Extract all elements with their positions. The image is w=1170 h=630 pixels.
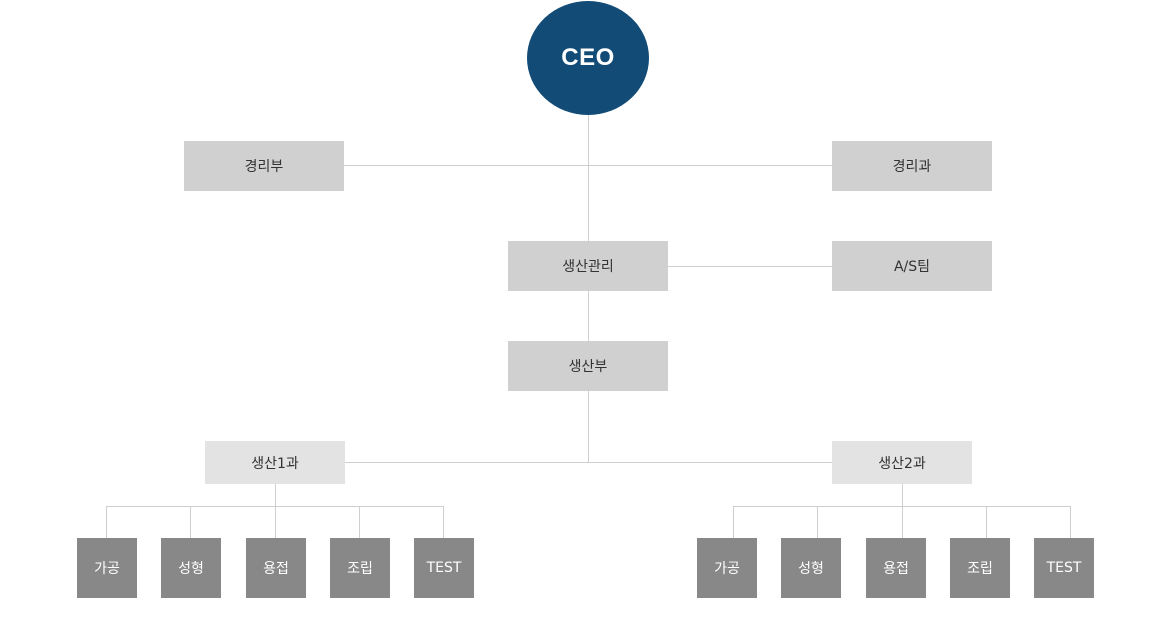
section2-team-machining: 가공 [697,538,757,598]
connector-production-as [668,266,832,267]
connector-section1-team [190,506,191,538]
connector-section2-team [1070,506,1071,538]
production-dept-node: 생산부 [508,341,668,391]
section1-team-machining: 가공 [77,538,137,598]
management-dept-node: 경리부 [184,141,344,191]
connector-production-sections [345,462,832,463]
connector-section2-team [733,506,734,538]
section1-team-welding: 용접 [246,538,306,598]
connector-section1-team [106,506,107,538]
production-section-1-node: 생산1과 [205,441,345,484]
connector-section1-team [359,506,360,538]
management-section-node: 경리과 [832,141,992,191]
as-team-node: A/S팀 [832,241,992,291]
connector-section2-bus [733,506,1071,507]
section2-team-welding: 용접 [866,538,926,598]
section2-team-test: TEST [1034,538,1094,598]
production-management-node: 생산관리 [508,241,668,291]
connector-section1-bus [106,506,444,507]
section1-team-test: TEST [414,538,474,598]
section1-team-assembly: 조립 [330,538,390,598]
production-section-2-node: 생산2과 [832,441,972,484]
section2-team-assembly: 조립 [950,538,1010,598]
connector-section2-team [986,506,987,538]
connector-section2-team [817,506,818,538]
connector-section1-team [443,506,444,538]
connector-management-row [344,165,832,166]
connector-section1-down [275,484,276,538]
connector-section2-down [902,484,903,538]
section1-team-molding: 성형 [161,538,221,598]
ceo-node: CEO [527,1,649,115]
section2-team-molding: 성형 [781,538,841,598]
